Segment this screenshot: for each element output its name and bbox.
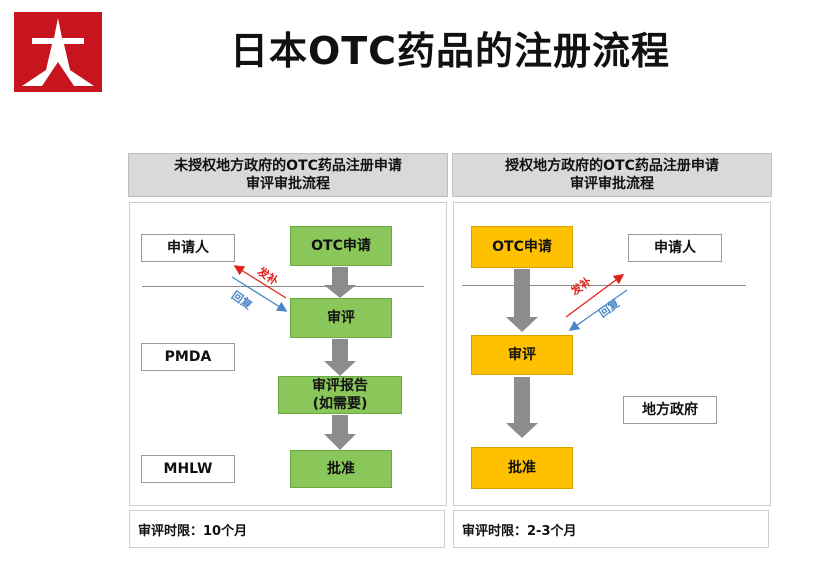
left-arrow-3 [324, 415, 356, 450]
right-send-arrow [565, 273, 625, 318]
right-panel-header: 授权地方政府的OTC药品注册申请 审评审批流程 [452, 153, 772, 197]
right-approve-box: 批准 [471, 447, 573, 489]
left-report-box: 审评报告 (如需要) [278, 376, 402, 414]
right-otc-apply-box: OTC申请 [471, 226, 573, 268]
left-review-box: 审评 [290, 298, 392, 338]
left-arrow-2 [324, 339, 356, 376]
left-reply-arrow [231, 276, 288, 312]
right-arrow-1 [506, 269, 538, 332]
right-header-line2: 审评审批流程 [570, 176, 654, 192]
left-footer: 审评时限：10个月 [129, 510, 445, 548]
left-send-arrow [233, 265, 287, 299]
right-local-gov-label: 地方政府 [623, 396, 717, 424]
left-mhlw-label: MHLW [141, 455, 235, 483]
left-divider [142, 286, 424, 287]
left-report-line2: (如需要) [312, 396, 368, 412]
right-divider [462, 285, 746, 286]
logo-icon [14, 12, 102, 92]
left-applicant-label: 申请人 [141, 234, 235, 262]
left-arrow-1 [324, 267, 356, 298]
left-otc-apply-box: OTC申请 [290, 226, 392, 266]
right-footer: 审评时限：2-3个月 [453, 510, 769, 548]
left-header-line1: 未授权地方政府的OTC药品注册申请 [174, 158, 402, 174]
left-report-line1: 审评报告 [312, 378, 368, 394]
right-applicant-label: 申请人 [628, 234, 722, 262]
right-header-line1: 授权地方政府的OTC药品注册申请 [505, 158, 719, 174]
right-review-box: 审评 [471, 335, 573, 375]
left-header-line2: 审评审批流程 [246, 176, 330, 192]
left-panel-header: 未授权地方政府的OTC药品注册申请 审评审批流程 [128, 153, 448, 197]
right-reply-arrow [568, 289, 628, 331]
left-pmda-label: PMDA [141, 343, 235, 371]
right-arrow-2 [506, 377, 538, 438]
left-approve-box: 批准 [290, 450, 392, 488]
page-title: 日本OTC药品的注册流程 [229, 29, 671, 73]
